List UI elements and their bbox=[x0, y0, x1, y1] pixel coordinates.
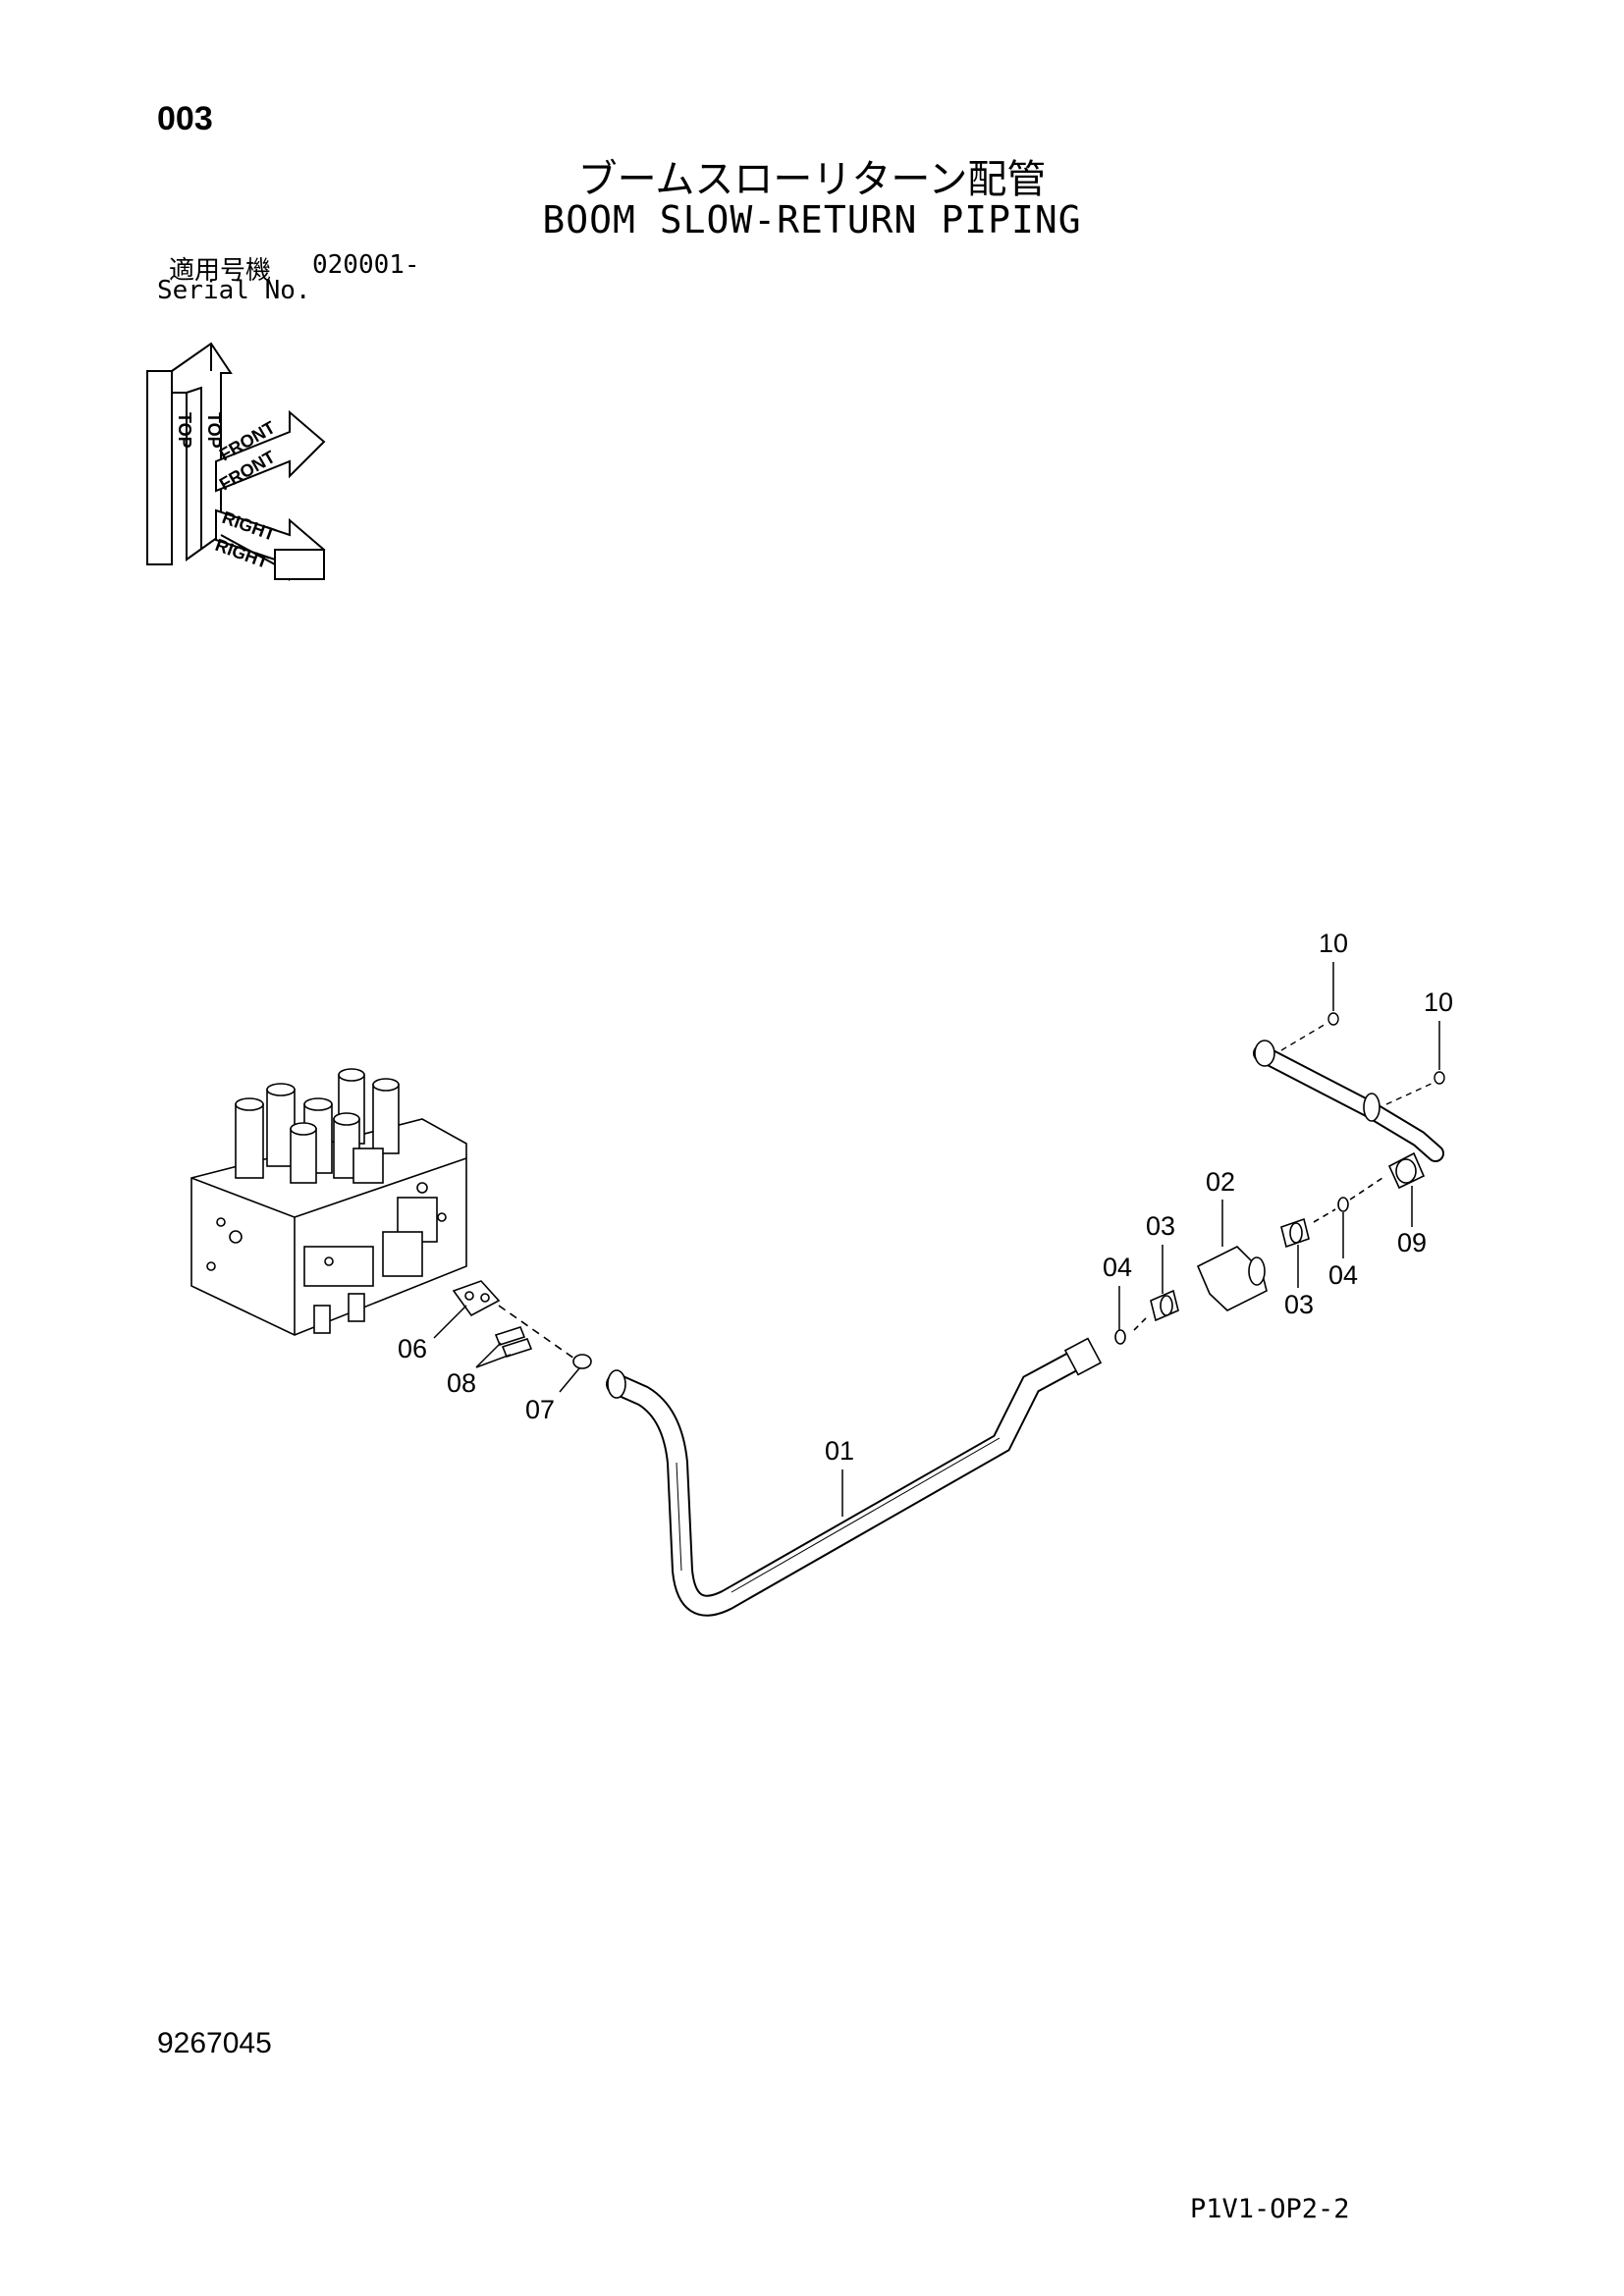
callout-09: 09 bbox=[1397, 1228, 1427, 1257]
page-title-japanese: ブームスローリターン配管 bbox=[577, 157, 1047, 202]
sheet-code: P1V1-OP2-2 bbox=[1190, 2194, 1350, 2224]
page-title-english: BOOM SLOW-RETURN PIPING bbox=[542, 198, 1082, 241]
callout-02: 02 bbox=[1206, 1167, 1235, 1197]
hose-fittings bbox=[1114, 1177, 1383, 1345]
serial-label-japanese: 適用号機 bbox=[169, 256, 272, 286]
callout-07: 07 bbox=[525, 1395, 555, 1424]
callout-06: 06 bbox=[398, 1334, 427, 1363]
document-number: 9267045 bbox=[157, 2027, 272, 2059]
pipe-01 bbox=[606, 1337, 1103, 1617]
flange-fittings bbox=[452, 1280, 592, 1369]
control-valve-illustration bbox=[190, 1068, 467, 1336]
orientation-top-label-b: TOP bbox=[204, 412, 224, 449]
elbow-pipe bbox=[1253, 1012, 1445, 1190]
callout-10-left: 10 bbox=[1319, 929, 1348, 958]
callout-03-left: 03 bbox=[1146, 1211, 1175, 1241]
serial-label-english: Serial No. bbox=[157, 276, 311, 305]
callout-08: 08 bbox=[447, 1368, 476, 1398]
serial-range: 020001- bbox=[312, 250, 420, 280]
orientation-top-label-a: TOP bbox=[175, 412, 194, 449]
callout-04-right: 04 bbox=[1328, 1260, 1358, 1290]
callouts: 01 02 03 03 04 04 06 07 08 09 10 10 bbox=[398, 929, 1453, 1517]
page-number: 003 bbox=[157, 100, 213, 137]
orientation-cube-icon: TOP TOP FRONT FRONT RIGHT RIGHT bbox=[146, 342, 326, 582]
callout-01: 01 bbox=[825, 1436, 854, 1466]
callout-04-left: 04 bbox=[1103, 1253, 1132, 1282]
callout-10-right: 10 bbox=[1424, 988, 1453, 1017]
callout-03-right: 03 bbox=[1284, 1290, 1314, 1319]
